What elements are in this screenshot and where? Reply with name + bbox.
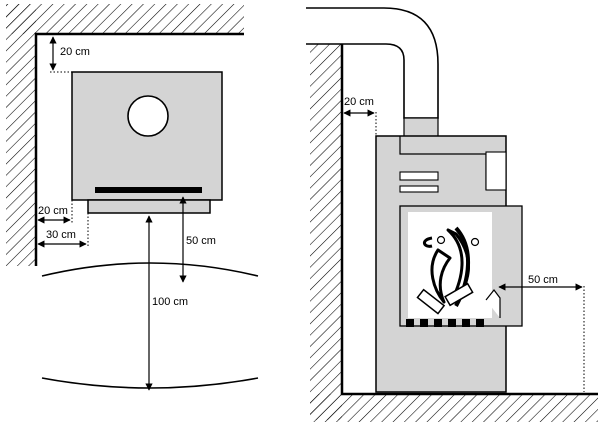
side-view: 20 cm 50 cm — [306, 7, 598, 422]
front-clearance-50-label: 50 cm — [186, 235, 216, 247]
log-right — [444, 282, 474, 307]
side-view-stove — [375, 135, 523, 393]
back-clearance-label: 20 cm — [344, 96, 374, 108]
side-front-clearance-label: 50 cm — [528, 274, 558, 286]
top-clearance-label: 20 cm — [60, 46, 90, 58]
base-clearance-label: 30 cm — [46, 229, 76, 241]
flue-pipe — [306, 7, 439, 119]
front-view: 20 cm 20 cm 30 cm 50 cm 100 cm — [6, 4, 259, 391]
stove-firebox-slot — [95, 187, 202, 193]
front-view-stove — [71, 71, 223, 214]
log-left — [416, 288, 446, 315]
side-clearance-label: 20 cm — [38, 205, 68, 217]
flue-outlet-circle — [127, 95, 169, 137]
grate — [406, 319, 484, 327]
front-clearance-arc-outer — [41, 377, 259, 389]
front-clearance-100-label: 100 cm — [152, 296, 188, 308]
stove-base-plate — [87, 199, 211, 214]
